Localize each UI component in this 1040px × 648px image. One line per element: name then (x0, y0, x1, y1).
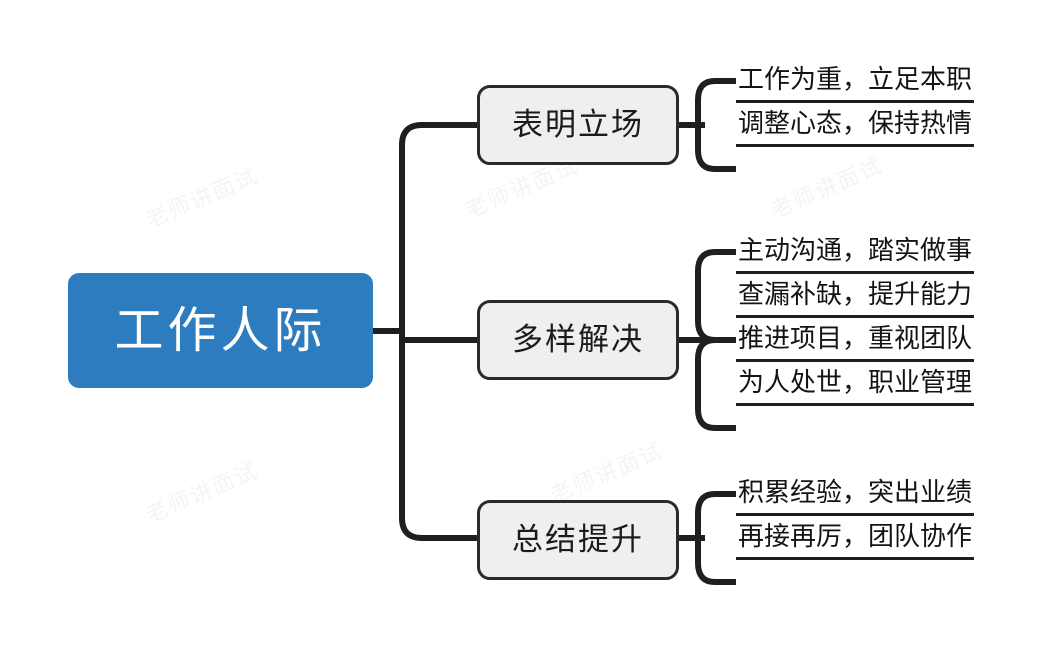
leaf-item-label: 调整心态，保持热情 (737, 108, 972, 139)
leaf-item[interactable]: 调整心态，保持热情 (736, 103, 974, 147)
branch-1-bracket-upper (695, 249, 736, 343)
branch-node-label: 表明立场 (512, 106, 644, 143)
leaf-item-label: 查漏补缺，提升能力 (737, 279, 972, 310)
leaf-item[interactable]: 推进项目，重视团队 (736, 318, 974, 362)
branch-node-2[interactable]: 总结提升 (477, 500, 679, 580)
leaf-item[interactable]: 查漏补缺，提升能力 (736, 274, 974, 318)
branch-node-0[interactable]: 表明立场 (477, 85, 679, 165)
leaf-item[interactable]: 积累经验，突出业绩 (736, 472, 974, 516)
watermark: 老师讲面试 (142, 163, 263, 234)
leaf-item[interactable]: 工作为重，立足本职 (736, 59, 974, 103)
leaf-item[interactable]: 主动沟通，踏实做事 (736, 230, 974, 274)
watermark: 老师讲面试 (767, 153, 888, 224)
leaf-item-label: 推进项目，重视团队 (737, 323, 972, 354)
leaf-item-label: 积累经验，突出业绩 (737, 477, 972, 508)
leaf-item[interactable]: 为人处世，职业管理 (736, 362, 974, 406)
branch-0-bracket (695, 78, 736, 172)
branch-node-label: 多样解决 (512, 321, 644, 358)
watermark: 老师讲面试 (142, 458, 263, 529)
leaf-item-label: 工作为重，立足本职 (737, 64, 972, 95)
watermark: 老师讲面试 (547, 438, 668, 509)
branch-node-label: 总结提升 (512, 521, 644, 558)
root-node-label: 工作人际 (114, 302, 327, 359)
leaf-item-label: 再接再厉，团队协作 (737, 521, 972, 552)
branch-node-1[interactable]: 多样解决 (477, 300, 679, 380)
branch-1-bracket-lower (695, 337, 736, 431)
leaf-item[interactable]: 再接再厉，团队协作 (736, 516, 974, 560)
root-node[interactable]: 工作人际 (68, 273, 373, 388)
branch-2-bracket (695, 491, 736, 585)
main-trunk (399, 122, 423, 541)
leaf-item-label: 为人处世，职业管理 (737, 367, 972, 398)
leaf-item-label: 主动沟通，踏实做事 (737, 235, 972, 266)
